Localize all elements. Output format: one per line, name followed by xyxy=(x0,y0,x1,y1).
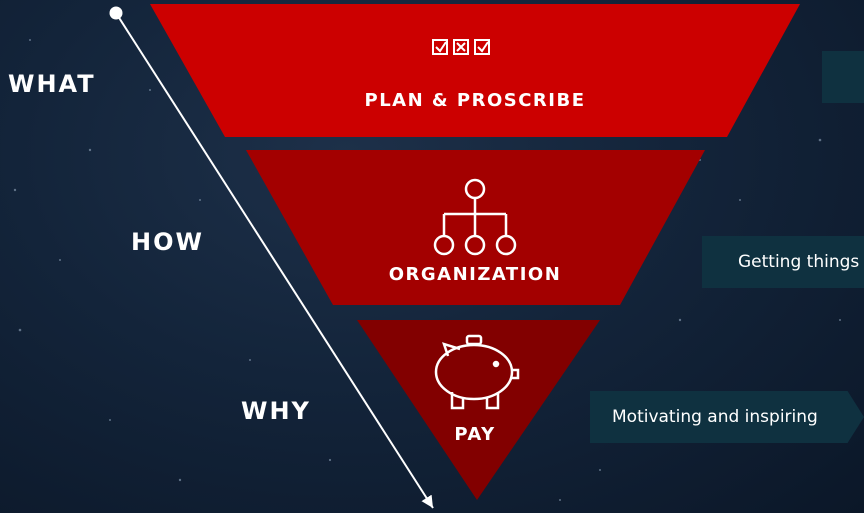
label-why: WHY xyxy=(241,397,311,425)
checkbox-icons xyxy=(432,39,490,55)
org-chart-icon xyxy=(433,178,517,256)
tier-top-label: PLAN & PROSCRIBE xyxy=(364,90,586,111)
tier-middle-label: ORGANIZATION xyxy=(388,264,562,285)
callout-bottom: Motivating and inspiring xyxy=(590,391,864,443)
tier-bottom-label: PAY xyxy=(454,424,496,445)
callout-middle: Getting things xyxy=(702,236,864,288)
arrow-start-dot xyxy=(109,6,123,20)
callout-top xyxy=(822,51,864,103)
tier-bottom-triangle xyxy=(357,320,600,500)
label-how: HOW xyxy=(131,228,204,256)
piggy-bank-icon xyxy=(434,334,520,410)
tier-top-band xyxy=(150,4,800,137)
label-what: WHAT xyxy=(8,70,96,98)
what-why-arrow xyxy=(115,12,434,509)
